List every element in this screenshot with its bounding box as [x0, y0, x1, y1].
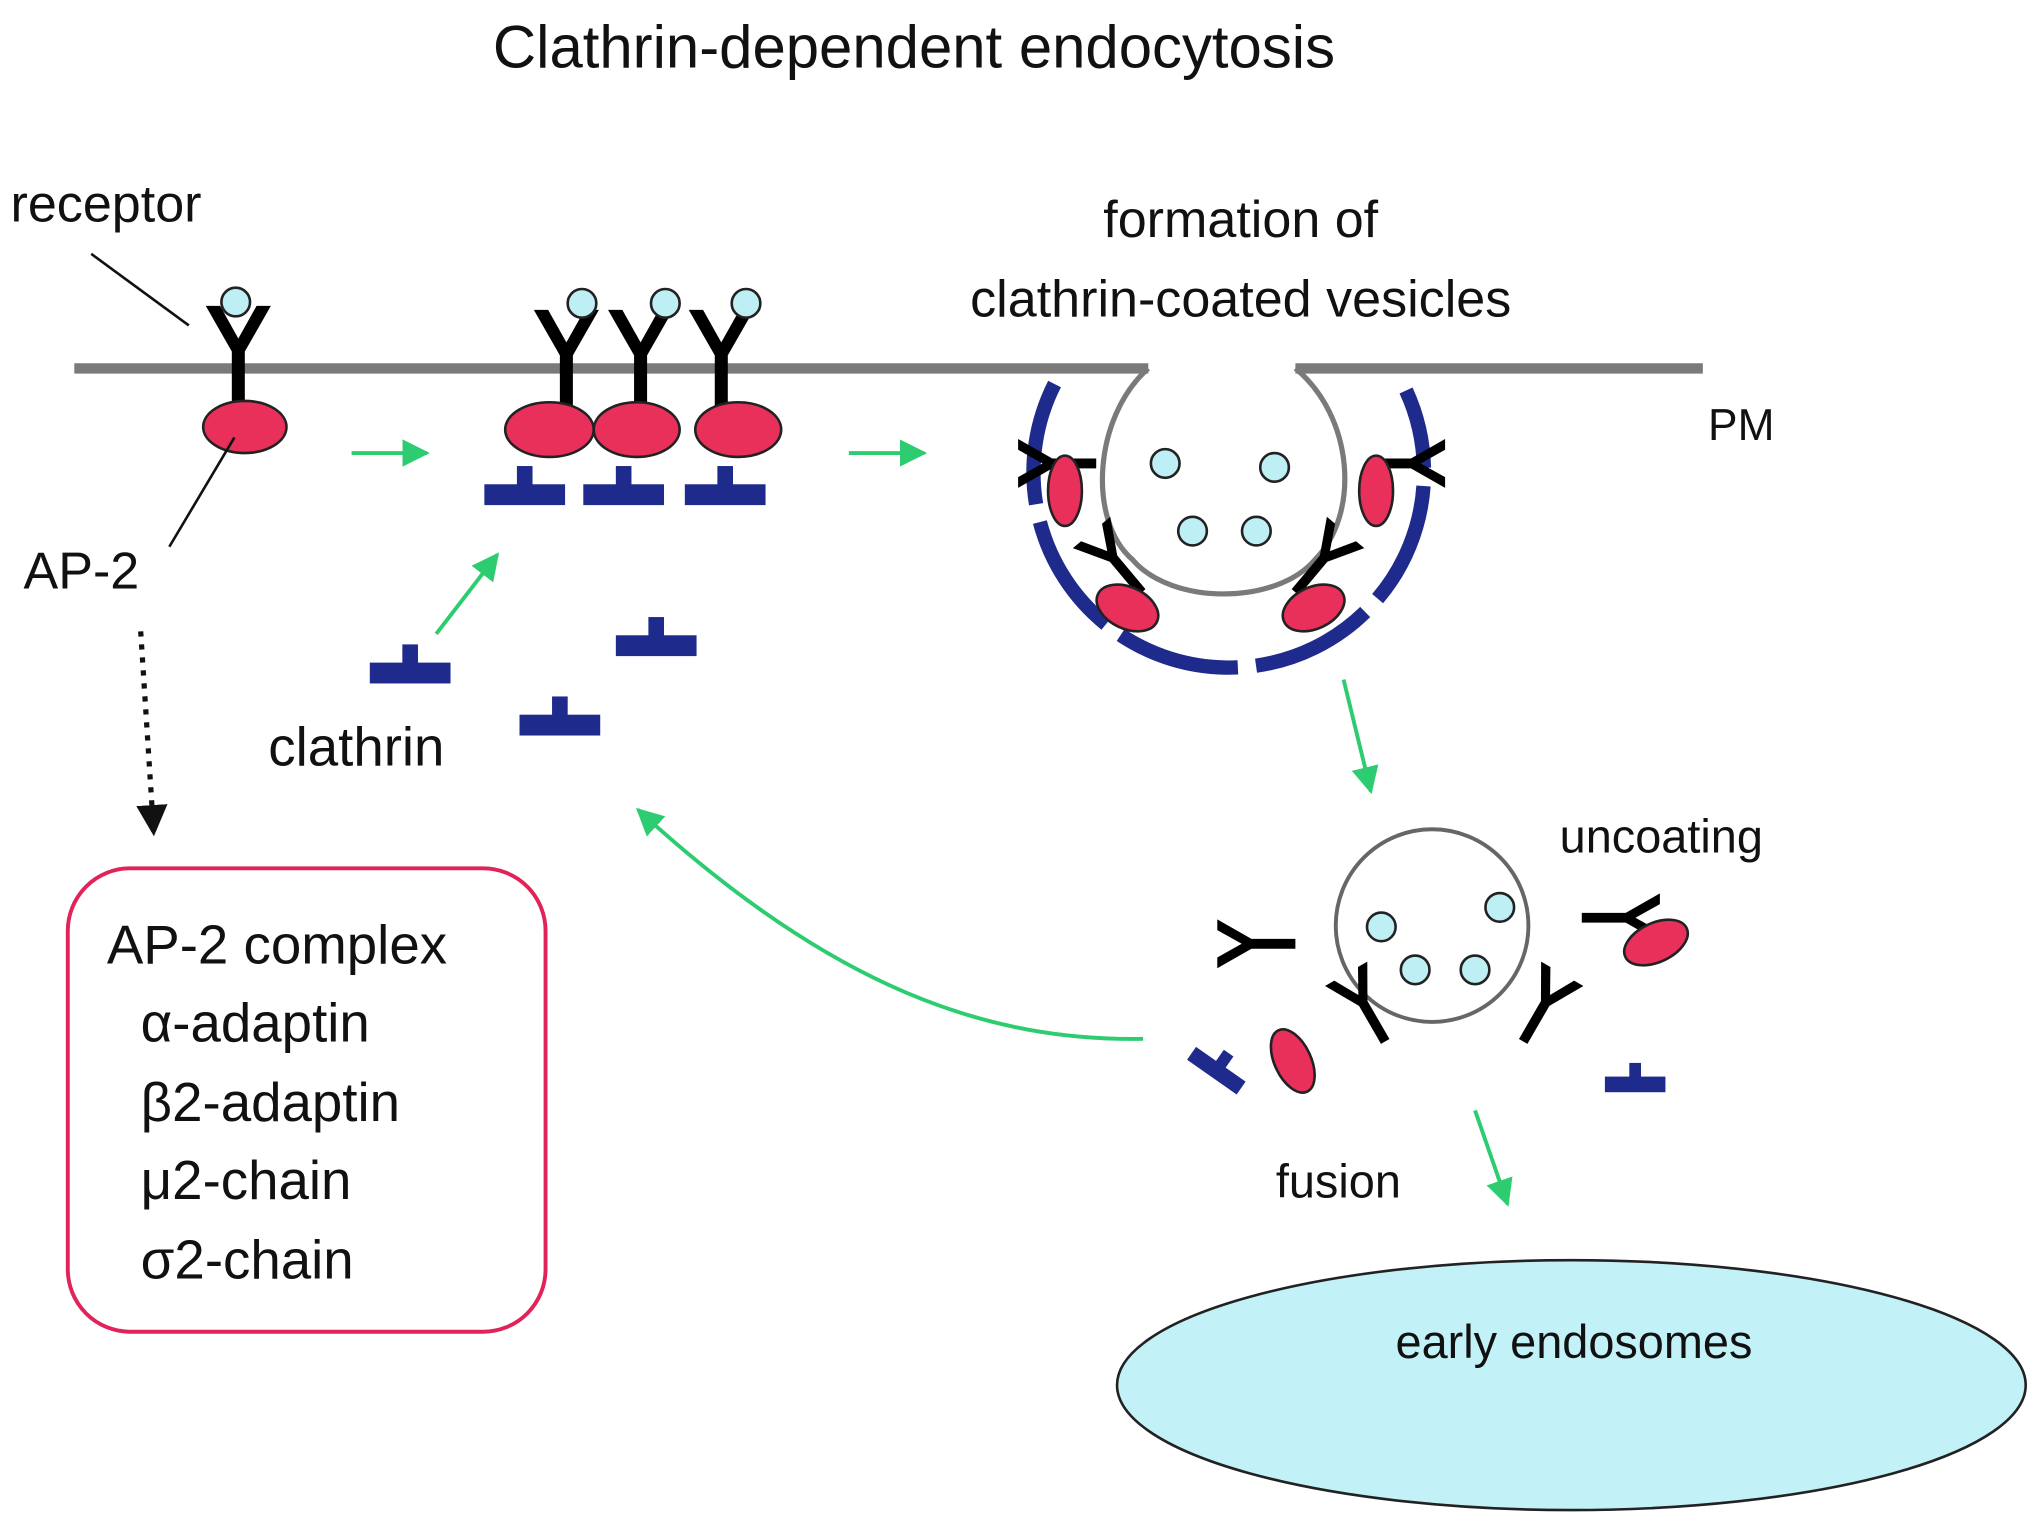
ap2-box-item: μ2-chain	[141, 1150, 352, 1211]
receptor-pointer	[90, 252, 190, 327]
ap2-box-item: α-adaptin	[141, 992, 370, 1053]
ligand	[220, 286, 252, 318]
coated-pit	[1018, 366, 1446, 675]
receptor-single	[205, 305, 271, 411]
ap2-box-item: σ2-chain	[141, 1229, 354, 1290]
uncoated-vesicle	[1217, 827, 1660, 1054]
arrow-to-uncoating	[1341, 679, 1379, 795]
arrow-fusion	[1473, 1109, 1513, 1207]
early-endosomes-label: early endosomes	[1396, 1316, 1753, 1368]
ap2-box-item: β2-adaptin	[141, 1072, 400, 1133]
arrow-recycle-clathrin	[635, 807, 1144, 1041]
uncoating-label: uncoating	[1560, 811, 1763, 863]
ap2-adaptor	[201, 399, 288, 455]
ap2-pointer	[168, 436, 236, 548]
clathrin-label: clathrin	[268, 716, 444, 777]
fusion-label: fusion	[1276, 1156, 1401, 1208]
receptor-label: receptor	[11, 175, 202, 233]
released-coat-proteins	[1187, 918, 1690, 1095]
ap2-label: AP-2	[24, 542, 140, 600]
receptor-cluster	[484, 287, 783, 506]
early-endosome	[1115, 1258, 2028, 1512]
arrow-clathrin-recruit	[434, 552, 500, 636]
ap2-box-heading: AP-2 complex	[107, 914, 447, 975]
formation-label-line2: clathrin-coated vesicles	[970, 270, 1511, 328]
pm-label: PM	[1708, 401, 1774, 450]
formation-label-line1: formation of	[1103, 191, 1378, 249]
dotted-arrow-ap2	[136, 631, 168, 837]
ap2-complex-box: AP-2 complex α-adaptin β2-adaptin μ2-cha…	[65, 866, 548, 1334]
diagram-title: Clathrin-dependent endocytosis	[493, 14, 1335, 81]
